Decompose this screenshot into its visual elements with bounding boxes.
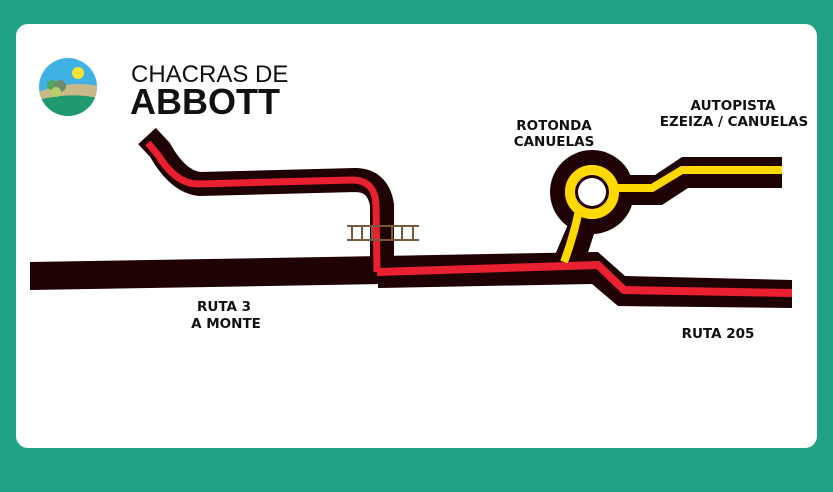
railway-icon (347, 225, 419, 241)
access-road-red (145, 140, 381, 273)
label-ruta205: RUTA 205 (682, 326, 755, 342)
ruta3-road (30, 256, 385, 290)
rotonda-spur (560, 209, 583, 264)
brand-line2: ABBOTT (130, 81, 280, 122)
autopista-yellow (613, 166, 782, 192)
label-rotonda: ROTONDA (516, 118, 592, 134)
label-rotonda-sub: CANUELAS (514, 134, 595, 150)
logo-icon (39, 58, 97, 116)
ruta205-red (376, 260, 793, 297)
autopista-road (615, 157, 782, 205)
label-autopista-sub: EZEIZA / CANUELAS (660, 114, 808, 130)
map-card (16, 24, 817, 448)
label-ruta3: RUTA 3 (197, 299, 251, 315)
label-ruta3-sub: A MONTE (191, 316, 261, 332)
access-road (138, 127, 394, 270)
brand-line1: CHACRAS DE (131, 61, 288, 88)
label-autopista: AUTOPISTA (691, 98, 776, 114)
